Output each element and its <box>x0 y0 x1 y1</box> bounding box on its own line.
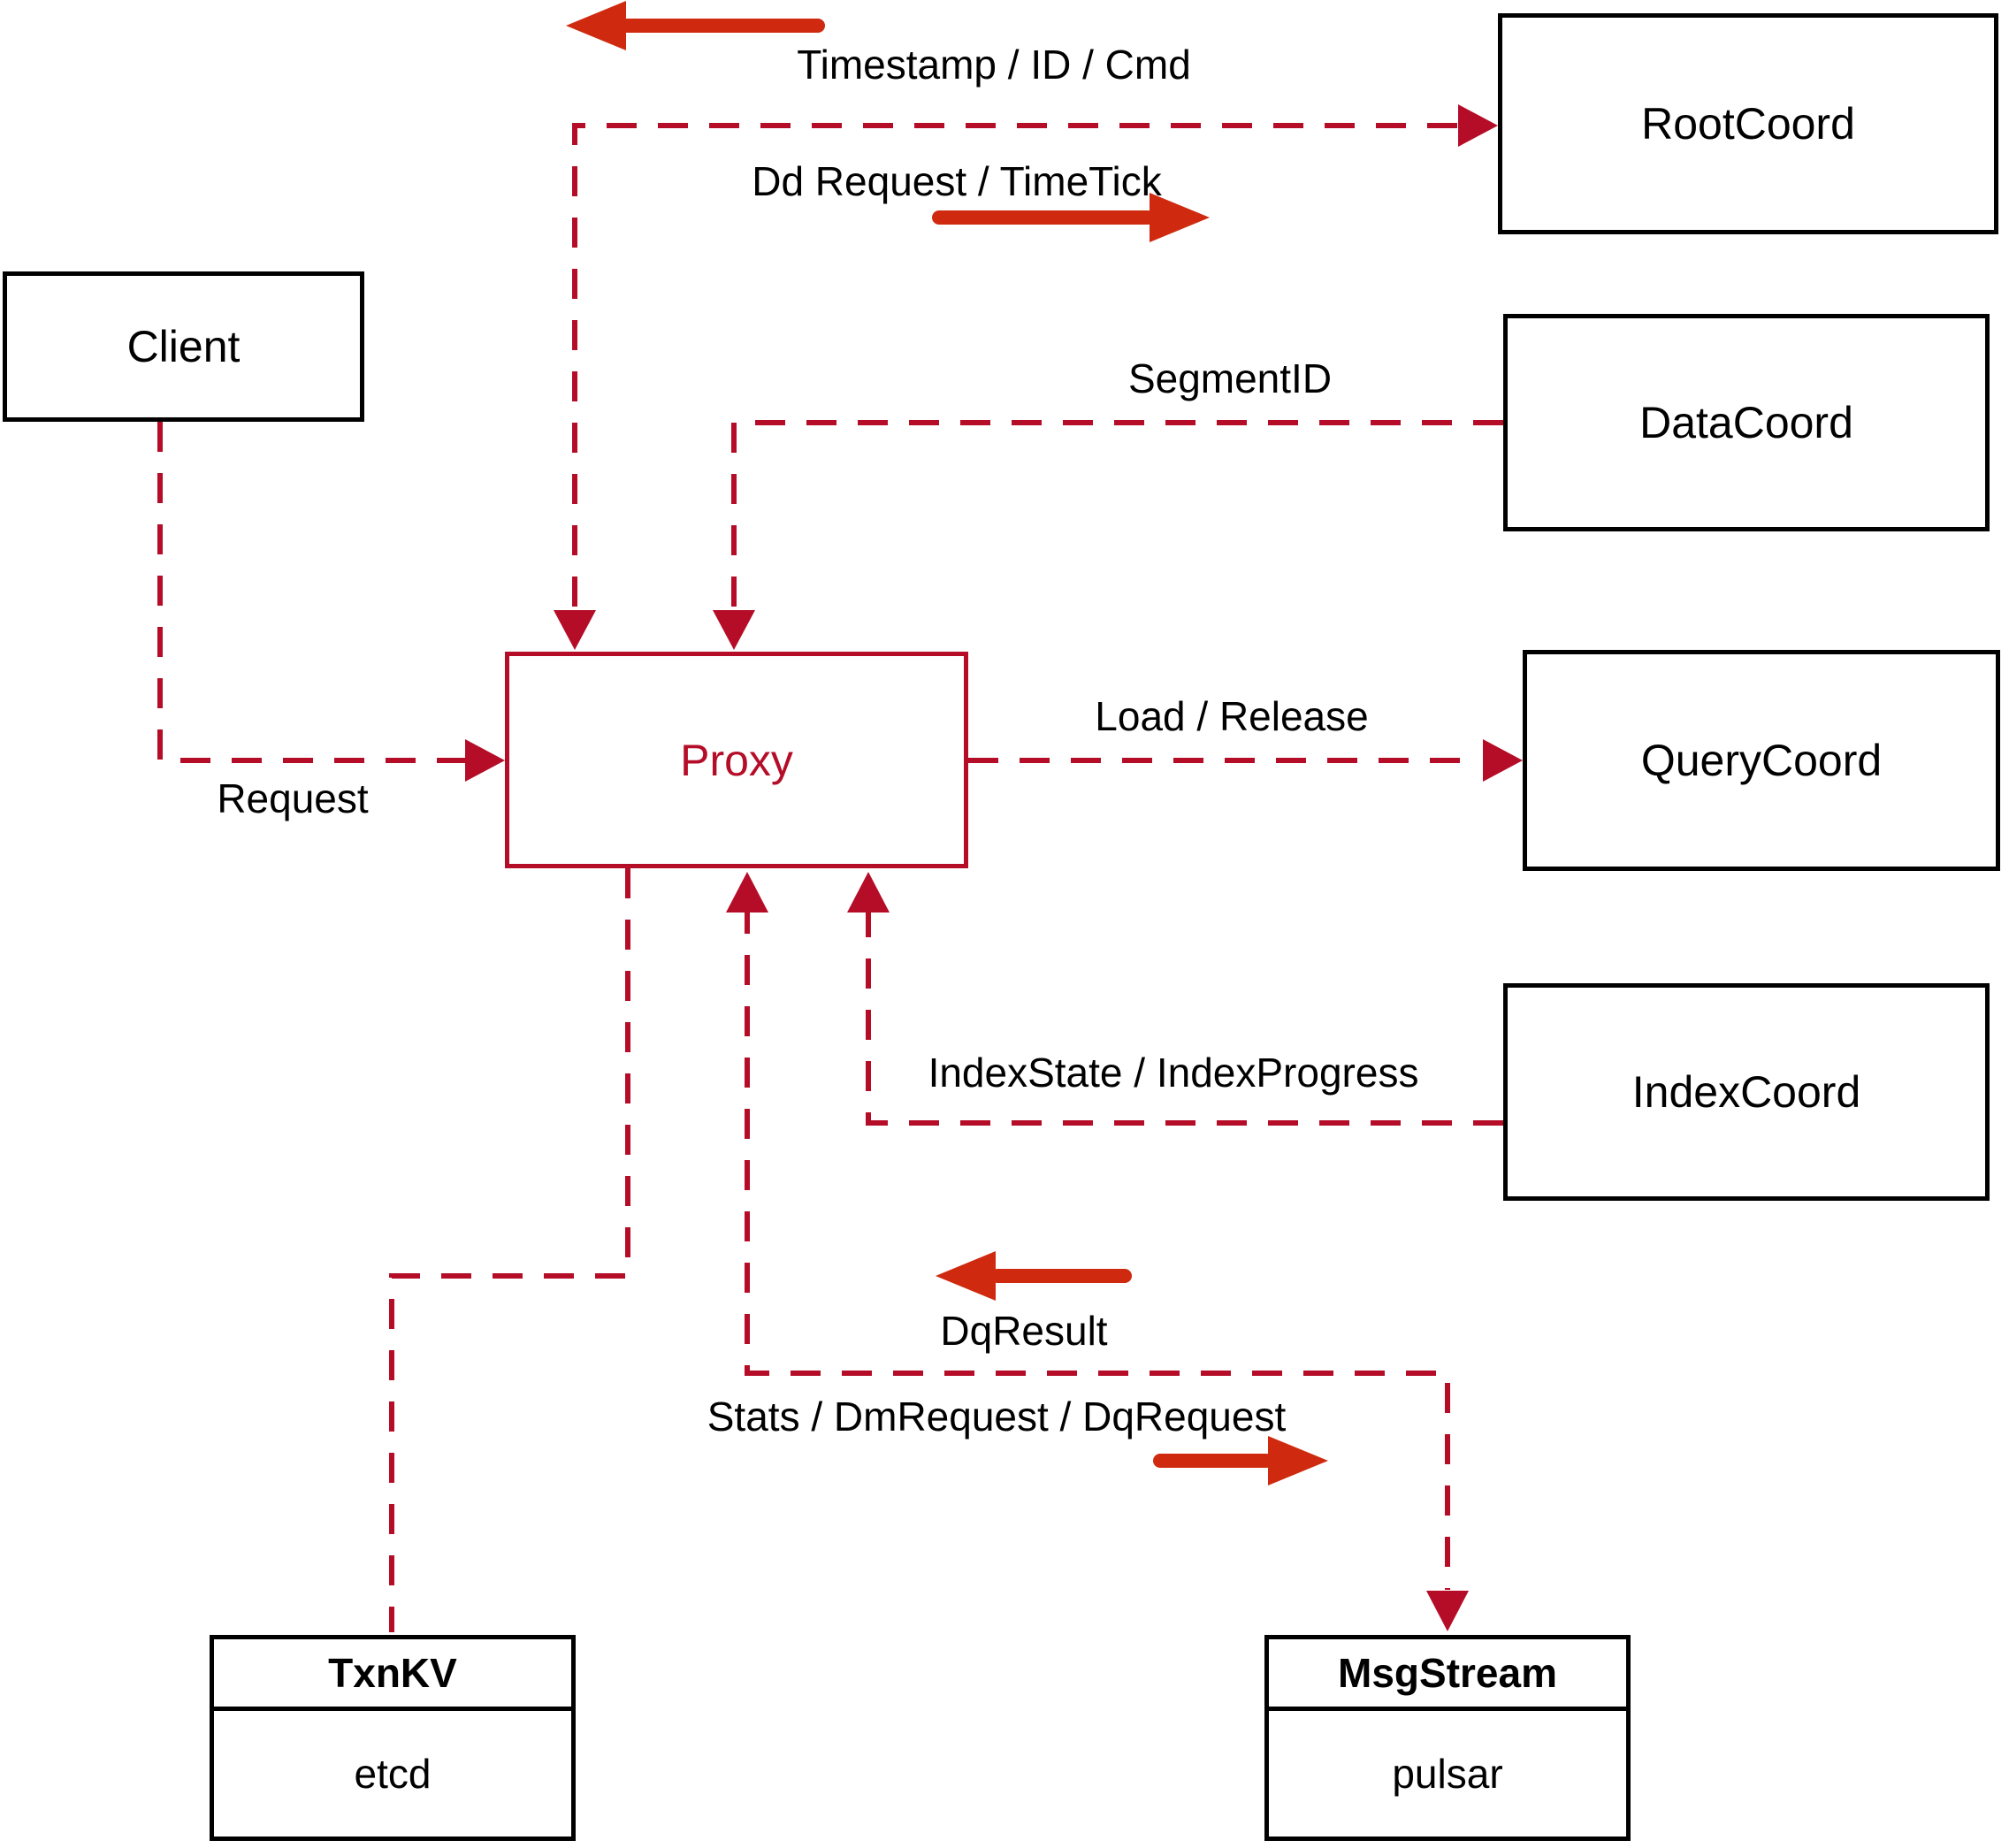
edge-label-load-release: Load / Release <box>1095 693 1369 739</box>
edge-label-stats: Stats / DmRequest / DqRequest <box>707 1394 1287 1439</box>
direction-arrow-ddrequest-right-icon <box>1150 193 1210 242</box>
arrowhead-into-proxy-top-left <box>554 610 596 650</box>
arrowhead-into-msgstream <box>1426 1591 1469 1631</box>
node-client: Client <box>3 271 364 422</box>
edge-proxy-rootcoord <box>572 123 1457 619</box>
node-indexcoord-label: IndexCoord <box>1631 1067 1861 1117</box>
node-datacoord-label: DataCoord <box>1639 398 1853 447</box>
arrowhead-into-querycoord <box>1483 739 1523 782</box>
arrowhead-into-rootcoord <box>1458 104 1498 147</box>
edge-label-index-state: IndexState / IndexProgress <box>928 1050 1419 1096</box>
node-proxy: Proxy <box>505 652 968 868</box>
node-msgstream-subtitle: pulsar <box>1392 1751 1503 1797</box>
node-proxy-label: Proxy <box>680 735 793 785</box>
edge-label-dq-result: DqResult <box>940 1308 1108 1354</box>
edge-proxy-msgstream <box>745 904 1450 1590</box>
node-indexcoord: IndexCoord <box>1503 983 1990 1201</box>
direction-arrow-timestamp-left-icon <box>566 1 626 50</box>
node-txnkv: TxnKV etcd <box>210 1635 576 1841</box>
node-rootcoord: RootCoord <box>1498 13 1998 234</box>
edge-proxy-txnkv <box>389 868 630 1632</box>
edge-label-timestamp: Timestamp / ID / Cmd <box>797 42 1191 88</box>
node-txnkv-title: TxnKV <box>214 1639 571 1711</box>
node-msgstream-title: MsgStream <box>1269 1639 1626 1711</box>
direction-arrow-dqresult-left-icon <box>936 1251 996 1301</box>
node-msgstream: MsgStream pulsar <box>1264 1635 1631 1841</box>
arrowhead-into-proxy-top-right <box>713 610 755 650</box>
arrowhead-into-proxy-left <box>465 739 505 782</box>
arrowhead-into-proxy-bottom-middle <box>726 872 768 913</box>
node-datacoord: DataCoord <box>1503 314 1990 531</box>
edge-datacoord-proxy <box>731 420 1503 619</box>
edge-client-proxy <box>157 422 477 763</box>
edge-indexcoord-proxy <box>866 904 1503 1126</box>
node-txnkv-subtitle: etcd <box>354 1751 432 1797</box>
node-querycoord: QueryCoord <box>1523 650 2000 871</box>
node-rootcoord-label: RootCoord <box>1641 99 1855 149</box>
node-client-label: Client <box>126 322 241 371</box>
edge-label-segment-id: SegmentID <box>1127 355 1333 401</box>
arrowhead-into-proxy-bottom-right <box>847 872 890 913</box>
node-querycoord-label: QueryCoord <box>1640 736 1883 785</box>
edge-label-request: Request <box>217 775 369 821</box>
direction-arrow-stats-right-icon <box>1268 1436 1328 1485</box>
edge-label-dd-request: Dd Request / TimeTick <box>752 158 1162 204</box>
